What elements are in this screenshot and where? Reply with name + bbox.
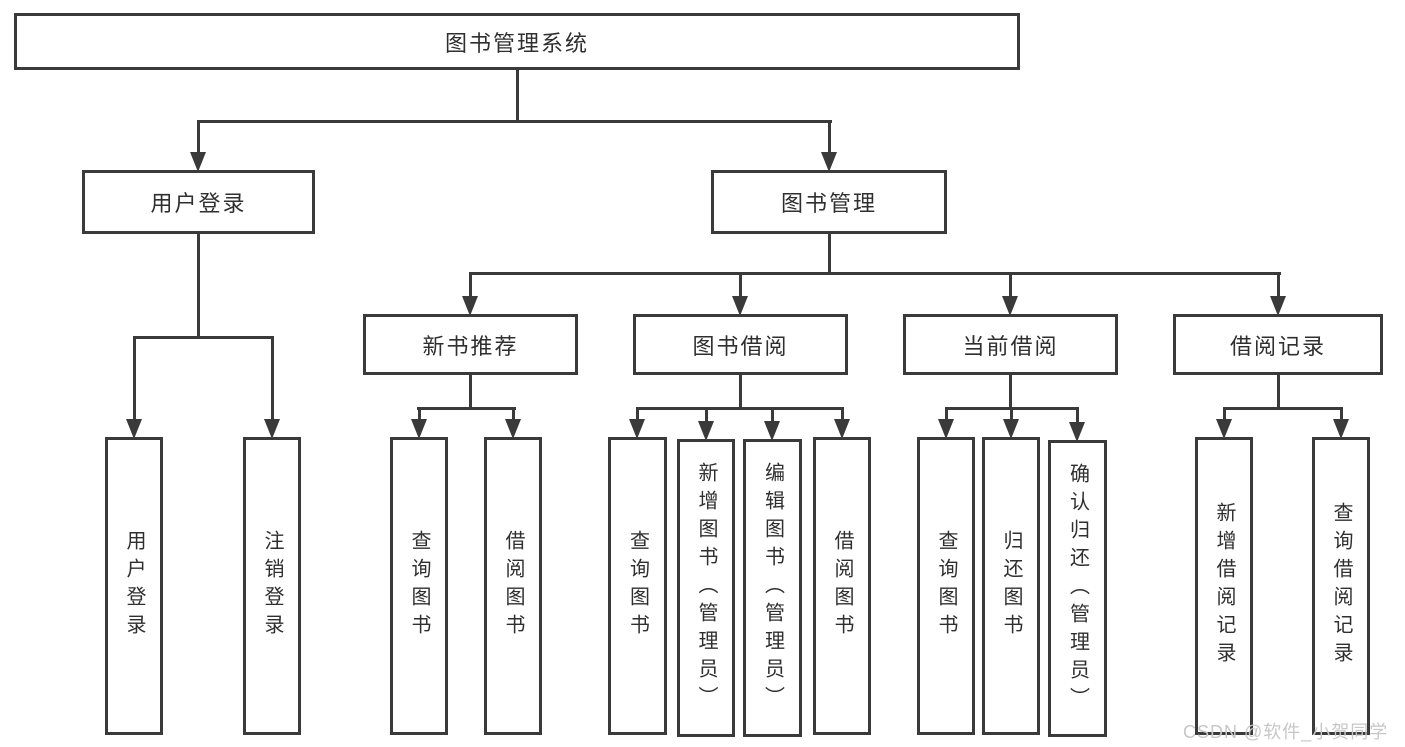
connector-line bbox=[1277, 272, 1280, 296]
connector-line bbox=[469, 272, 1281, 275]
arrow-down-icon bbox=[190, 152, 206, 172]
connector-line bbox=[271, 336, 274, 419]
arrow-down-icon bbox=[1333, 419, 1349, 439]
leaf-user-login-label: 用户登录 bbox=[123, 530, 145, 642]
arrow-down-icon bbox=[1003, 419, 1019, 439]
arrow-down-icon bbox=[411, 419, 427, 439]
leaf-query-books-current-label: 查询图书 bbox=[935, 530, 957, 642]
arrow-down-icon bbox=[505, 419, 521, 439]
leaf-query-books-current: 查询图书 bbox=[917, 437, 975, 735]
connector-line bbox=[133, 336, 136, 419]
connector-line bbox=[945, 407, 948, 419]
node-user-login: 用户登录 bbox=[82, 170, 315, 234]
node-book-borrow-label: 图书借阅 bbox=[692, 333, 789, 359]
arrow-down-icon bbox=[834, 419, 850, 439]
connector-line bbox=[469, 272, 472, 296]
node-current-borrow-label: 当前借阅 bbox=[962, 333, 1059, 359]
leaf-return-book-label: 归还图书 bbox=[1000, 530, 1022, 642]
connector-line bbox=[828, 120, 831, 152]
arrow-down-icon bbox=[629, 419, 645, 439]
leaf-query-books-recommend-label: 查询图书 bbox=[408, 530, 430, 642]
node-borrow-record: 借阅记录 bbox=[1173, 314, 1383, 375]
arrow-down-icon bbox=[1002, 296, 1018, 316]
connector-line bbox=[197, 120, 832, 123]
leaf-query-books-recommend: 查询图书 bbox=[390, 437, 448, 735]
leaf-query-borrow-record: 查询借阅记录 bbox=[1312, 437, 1370, 735]
leaf-query-books-borrow: 查询图书 bbox=[608, 437, 667, 735]
arrow-down-icon bbox=[1069, 422, 1085, 442]
connector-line bbox=[512, 407, 515, 419]
connector-line bbox=[1223, 407, 1343, 410]
leaf-add-book-admin-label: 新增图书（管理员） bbox=[695, 462, 717, 714]
connector-line bbox=[1223, 407, 1226, 419]
connector-line bbox=[1010, 407, 1013, 419]
connector-line bbox=[739, 272, 742, 296]
connector-line bbox=[1340, 407, 1343, 419]
leaf-edit-book-admin-label: 编辑图书（管理员） bbox=[761, 462, 784, 714]
leaf-add-borrow-record: 新增借阅记录 bbox=[1195, 437, 1253, 735]
leaf-user-login: 用户登录 bbox=[105, 437, 163, 735]
connector-line bbox=[417, 407, 516, 410]
connector-line bbox=[841, 407, 844, 419]
arrow-down-icon bbox=[821, 152, 837, 172]
connector-line bbox=[828, 233, 831, 275]
connector-line bbox=[636, 407, 639, 419]
leaf-borrow-books-recommend: 借阅图书 bbox=[484, 437, 542, 735]
leaf-confirm-return-admin-label: 确认归还（管理员） bbox=[1066, 462, 1089, 715]
leaf-query-books-borrow-label: 查询图书 bbox=[626, 530, 649, 642]
arrow-down-icon bbox=[462, 296, 478, 316]
connector-line bbox=[516, 70, 519, 123]
connector-line bbox=[197, 233, 200, 339]
connector-line bbox=[418, 407, 421, 419]
node-user-login-label: 用户登录 bbox=[150, 191, 247, 216]
arrow-down-icon bbox=[698, 421, 714, 441]
arrow-down-icon bbox=[1216, 419, 1232, 439]
connector-line bbox=[1076, 407, 1079, 422]
csdn-watermark: CSDN @软件_小贺同学 bbox=[1183, 722, 1389, 742]
leaf-return-book: 归还图书 bbox=[982, 437, 1040, 735]
node-root: 图书管理系统 bbox=[14, 13, 1020, 70]
node-book-management: 图书管理 bbox=[711, 170, 947, 234]
node-root-label: 图书管理系统 bbox=[444, 30, 589, 56]
leaf-edit-book-admin: 编辑图书（管理员） bbox=[743, 439, 802, 737]
leaf-borrow-books-recommend-label: 借阅图书 bbox=[502, 530, 524, 642]
arrow-down-icon bbox=[126, 419, 142, 439]
connector-line bbox=[636, 407, 844, 410]
connector-line bbox=[739, 373, 742, 410]
node-new-book-recommend-label: 新书推荐 bbox=[422, 333, 519, 359]
leaf-confirm-return-admin: 确认归还（管理员） bbox=[1048, 440, 1107, 737]
arrow-down-icon bbox=[1270, 296, 1286, 316]
arrow-down-icon bbox=[938, 419, 954, 439]
node-new-book-recommend: 新书推荐 bbox=[363, 314, 578, 375]
connector-line bbox=[469, 373, 472, 410]
leaf-add-book-admin: 新增图书（管理员） bbox=[677, 439, 735, 737]
node-book-borrow: 图书借阅 bbox=[633, 314, 848, 375]
connector-line bbox=[705, 407, 708, 421]
leaf-logout: 注销登录 bbox=[243, 437, 301, 735]
leaf-add-borrow-record-label: 新增借阅记录 bbox=[1213, 502, 1235, 670]
connector-line bbox=[771, 407, 774, 421]
leaf-borrow-books: 借阅图书 bbox=[813, 437, 871, 735]
connector-line bbox=[1009, 272, 1012, 296]
leaf-query-borrow-record-label: 查询借阅记录 bbox=[1330, 502, 1352, 670]
leaf-borrow-books-label: 借阅图书 bbox=[831, 530, 853, 642]
connector-line bbox=[197, 120, 200, 152]
connector-line bbox=[133, 336, 274, 339]
arrow-down-icon bbox=[764, 421, 780, 441]
node-borrow-record-label: 借阅记录 bbox=[1229, 333, 1326, 359]
leaf-logout-label: 注销登录 bbox=[261, 530, 283, 642]
node-current-borrow: 当前借阅 bbox=[903, 314, 1118, 375]
arrow-down-icon bbox=[264, 419, 280, 439]
connector-line bbox=[1277, 373, 1280, 410]
arrow-down-icon bbox=[732, 296, 748, 316]
connector-line bbox=[1009, 373, 1012, 410]
node-book-management-label: 图书管理 bbox=[780, 191, 877, 216]
